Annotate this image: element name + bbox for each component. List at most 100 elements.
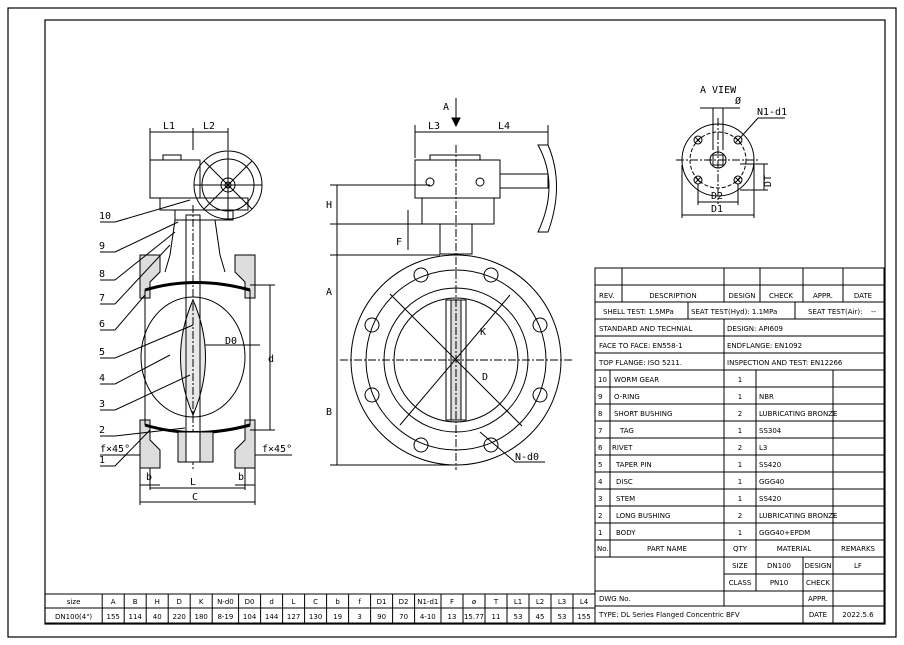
dim-header-cell: d [269,598,273,606]
front-labels: A L3 L4 H F A B K D N-d0 [326,102,539,463]
tb-part-name: TAG [619,427,634,435]
front-nd0-label: N-d0 [515,452,539,463]
tb-part-no: 6 [598,444,603,452]
tb-part-qty: 1 [738,376,742,384]
dim-value-cell: 40 [153,613,162,621]
tb-std-0-right: DESIGN: API609 [727,325,783,333]
front-d-label: D [482,372,488,383]
dim-header-cell: A [111,598,116,606]
tb-part-material: GGG40+EPDM [759,529,810,537]
tb-header-check: CHECK [769,292,793,300]
tb-std-2-left: TOP FLANGE: ISO 5211. [598,359,682,367]
dim-value-cell: 90 [377,613,386,621]
tb-parts-header-qty: QTY [733,545,748,553]
dim-value-cell: 104 [243,613,257,621]
dim-header-cell: C [313,598,318,606]
callout-8: 8 [99,269,105,280]
tb-part-no: 7 [598,427,602,435]
callout-9: 9 [99,241,105,252]
tb-dwg-no: DWG No. [599,595,631,603]
callout-6: 6 [99,319,105,330]
callout-2: 2 [99,425,105,436]
dim-value-cell: 15.77 [464,613,484,621]
a-view-d2-label: D2 [711,191,723,202]
tb-class-label: CLASS [729,579,752,587]
tb-part-name: BODY [616,529,636,537]
dim-header-cell: N-d0 [217,598,234,606]
front-k-label: K [480,327,486,338]
tb-check-label: CHECK [806,579,830,587]
tb-seat-test-air: SEAT TEST(Air): [808,308,862,316]
side-d0-label: D0 [225,336,237,347]
dim-header-cell: K [199,598,204,606]
tb-parts-header-name: PART NAME [647,545,687,553]
front-l4-label: L4 [498,121,510,132]
a-view-n1d1-label: N1-d1 [757,107,787,118]
a-view-d1-label: D1 [711,204,723,215]
dim-header-cell: F [450,598,454,606]
tb-part-qty: 1 [738,529,742,537]
tb-part-qty: 2 [738,512,742,520]
drawing-border [7,7,897,638]
tb-part-no: 9 [598,393,602,401]
dim-header-cell: L2 [536,598,544,606]
tb-std-1-left: FACE TO FACE: EN558-1 [599,342,683,350]
tb-part-name: STEM [616,495,635,503]
dim-value-cell: 155 [577,613,590,621]
dim-value-cell: 45 [536,613,545,621]
side-l-label: L [190,477,196,488]
tb-class-value: PN10 [770,579,788,587]
dimension-table-text: sizeDN100(4")A155B114H40D220K180N-d08-19… [55,598,591,621]
front-f-label: F [396,237,402,248]
tb-date-value: 2022.5.6 [842,611,874,619]
tb-shell-test: SHELL TEST: 1.5MPa [603,308,674,316]
tb-part-qty: 1 [738,478,742,486]
dim-header-cell: D2 [399,598,409,606]
tb-size-label: SIZE [732,562,748,570]
dim-header-cell: L3 [558,598,566,606]
dim-header-cell: size [67,598,81,606]
dim-header-cell: f [358,598,361,606]
tb-part-material: GGG40 [759,478,784,486]
a-view-phi-label: Ø [735,95,741,107]
tb-part-no: 8 [598,410,602,418]
callout-7: 7 [99,293,105,304]
tb-part-qty: 1 [738,461,742,469]
dim-header-cell: b [335,598,340,606]
side-f45-left-label: f×45° [100,444,130,455]
side-b-left-label: b [146,472,152,483]
tb-seat-test-hyd: SEAT TEST(Hyd): 1.1MPa [691,308,777,316]
callout-1: 1 [99,455,105,466]
tb-part-qty: 2 [738,444,742,452]
dim-value-cell: 8-19 [217,613,233,621]
tb-type: TYPE: DL Series Flanged Concentric BFV [598,611,740,619]
tb-part-material: SS420 [759,495,781,503]
side-f45-right-label: f×45° [262,444,292,455]
tb-header-description: DESCRIPTION [649,292,696,300]
part-callouts [100,199,194,467]
front-a-label: A [326,287,332,298]
front-bolt-holes [364,267,548,453]
dim-value-cell: 155 [107,613,120,621]
side-b-right-label: b [238,472,244,483]
dim-value-cell: 19 [333,613,342,621]
title-block-text: REV. DESCRIPTION DESIGN CHECK APPR. DATE… [597,292,877,619]
tb-header-date: DATE [854,292,872,300]
side-c-label: C [192,492,198,503]
tb-std-2-right: INSPECTION AND TEST: EN12266 [727,359,843,367]
a-view-dt-label: DT [763,175,774,187]
side-section-view: L1 L2 D0 d b b L C f×45° f×45° [100,121,292,505]
side-l2-label: L2 [203,121,215,132]
dim-header-cell: N1-d1 [417,598,438,606]
dim-header-cell: L1 [514,598,522,606]
tb-parts-header-no: No. [597,545,609,553]
tb-part-name: DISC [616,478,633,486]
dim-value-cell: 127 [287,613,300,621]
tb-date-label: DATE [809,611,827,619]
dim-header-cell: D0 [245,598,255,606]
dim-header-cell: ø [472,598,477,606]
dim-value-cell: 3 [357,613,361,621]
tb-part-material: L3 [759,444,767,452]
dim-value-cell: 13 [448,613,457,621]
